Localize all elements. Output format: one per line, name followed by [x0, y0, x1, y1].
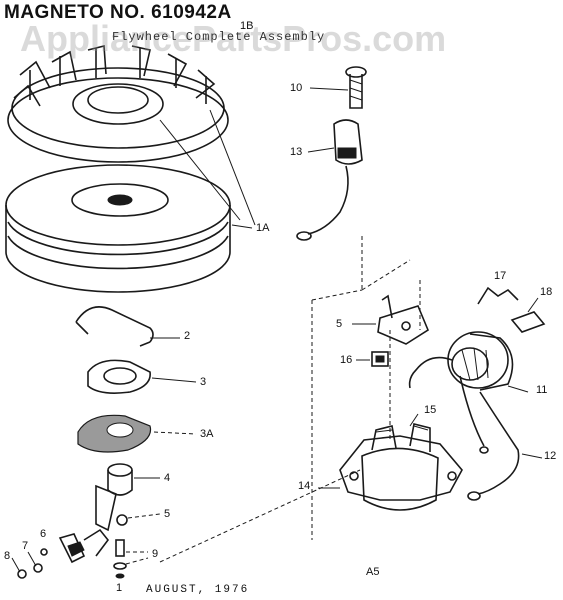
spring-clip — [75, 306, 154, 347]
clip-18 — [510, 297, 546, 333]
callout-8: 8 — [4, 550, 11, 562]
callout-3a: 3A — [200, 428, 214, 440]
revision-date: AUGUST, 1976 — [146, 584, 250, 596]
callout-5-right: 5 — [336, 318, 343, 330]
lead-wire — [467, 391, 543, 501]
screw-10 — [309, 66, 367, 109]
callout-16: 16 — [340, 354, 353, 366]
callout-18: 18 — [540, 286, 553, 298]
callout-17: 17 — [494, 270, 507, 282]
callout-11: 11 — [536, 384, 548, 396]
callout-12: 12 — [544, 450, 557, 462]
callout-3: 3 — [200, 376, 207, 388]
spring-17 — [477, 286, 519, 305]
page-title: MAGNETO NO. 610942A — [4, 2, 232, 23]
breaker-parts — [11, 484, 161, 579]
callout-1: 1 — [116, 582, 123, 594]
ignition-coil — [408, 331, 529, 454]
assembly-subtitle: Flywheel Complete Assembly — [112, 30, 326, 44]
flywheel — [5, 164, 253, 293]
callout-9: 9 — [152, 548, 159, 560]
callout-14: 14 — [298, 480, 311, 492]
callout-10: 10 — [290, 82, 303, 94]
spark-plug-wire — [296, 119, 363, 241]
base-plate — [318, 413, 463, 511]
flywheel-fan — [7, 44, 256, 226]
bracket-5 — [352, 294, 429, 345]
callout-4: 4 — [164, 472, 171, 484]
condenser — [107, 463, 160, 496]
callout-a5: A5 — [366, 566, 380, 578]
callout-13: 13 — [290, 146, 303, 158]
callout-1b: 1B — [240, 20, 254, 32]
screws — [113, 539, 149, 579]
callout-7: 7 — [22, 540, 29, 552]
callout-1a: 1A — [256, 222, 270, 234]
clip-16 — [356, 351, 389, 367]
callout-5-left: 5 — [164, 508, 171, 520]
gasket — [87, 359, 151, 394]
callout-2: 2 — [184, 330, 191, 342]
callout-15: 15 — [424, 404, 437, 416]
callout-6: 6 — [40, 528, 47, 540]
